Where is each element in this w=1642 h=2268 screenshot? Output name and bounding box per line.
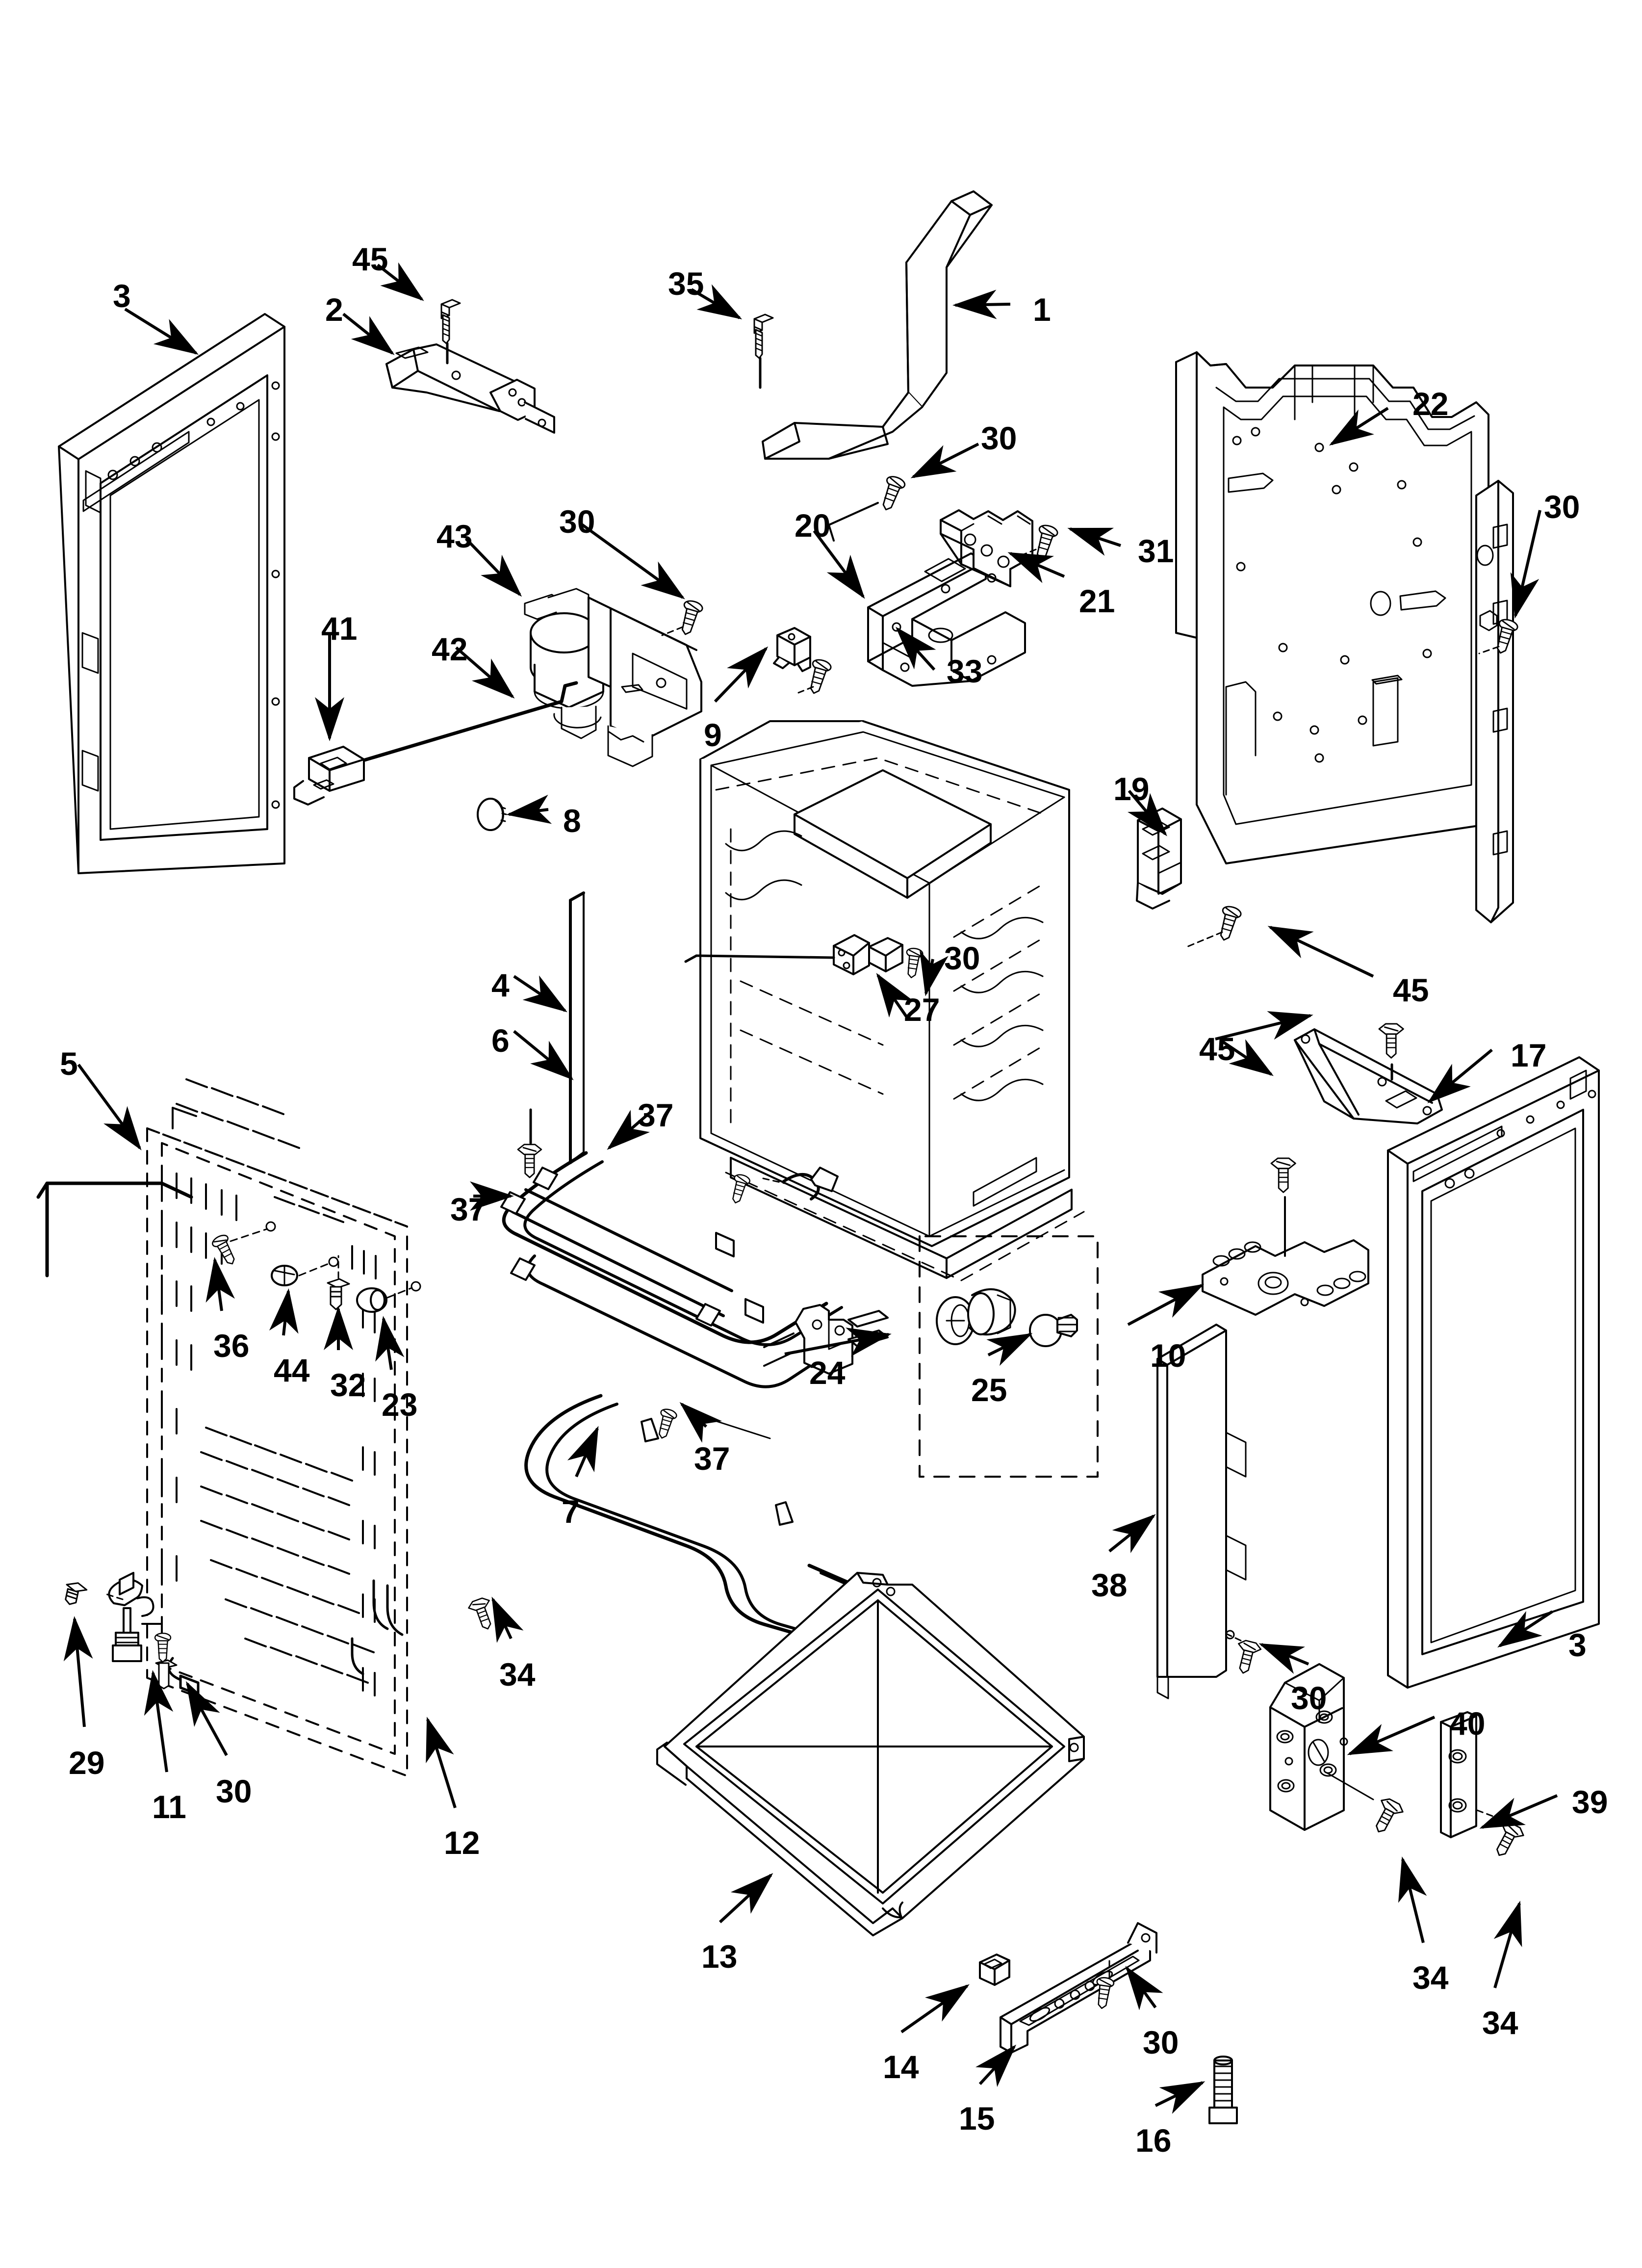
callout-hinge-bracket: 2	[325, 291, 343, 328]
callout-screw: 45	[352, 241, 388, 277]
callout-lock-rod-clip: 41	[321, 610, 358, 647]
callout-screw: 34	[499, 1656, 536, 1693]
callout-drawer-glide-rail: 15	[959, 2100, 995, 2137]
callout-screw: 34	[1412, 1959, 1449, 1996]
callout-screw: 29	[69, 1745, 105, 1781]
callout-oven-sensor: 27	[904, 991, 940, 1028]
callout-terminal-block: 21	[1079, 583, 1115, 619]
callout-push-in-fastener: 32	[330, 1367, 366, 1403]
callout-broil-element: 24	[809, 1355, 846, 1391]
callout-leveling-leg: 11	[152, 1789, 186, 1825]
callout-latch-support-bracket: 20	[795, 507, 831, 544]
callout-bake-element: 6	[491, 1022, 510, 1059]
callout-oven-door-outer-frame-right: 3	[1568, 1627, 1587, 1663]
callout-screw: 45	[1393, 972, 1429, 1008]
callout-anti-tip-bracket: 40	[1449, 1705, 1486, 1742]
callout-drawer-stop-spring: 16	[1135, 2122, 1172, 2159]
callout-insulation-wrap: 5	[60, 1045, 78, 1082]
callout-insulation-panel-frame: 12	[444, 1825, 480, 1861]
callout-handle-bracket: 1	[1033, 291, 1051, 328]
callout-grommet-bushing: 23	[382, 1386, 418, 1423]
callout-lower-element: 7	[562, 1493, 580, 1530]
callout-oven-cavity-liner-trim: 4	[491, 967, 510, 1003]
callout-door-lock-motor-assembly: 43	[436, 518, 473, 554]
callout-door-hinge-brace: 17	[1511, 1037, 1547, 1073]
callout-screw: 30	[216, 1773, 252, 1809]
callout-screw: 35	[668, 265, 704, 302]
callout-screw: 31	[1138, 533, 1174, 569]
callout-screw: 37	[450, 1191, 487, 1227]
callout-screw: 30	[559, 503, 595, 540]
callout-oven-door-outer-frame-left: 3	[113, 278, 131, 314]
callout-rear-panel: 22	[1412, 386, 1449, 422]
callout-bracket-clip: 9	[704, 717, 722, 753]
callout-light-mounting-plate: 10	[1150, 1337, 1186, 1374]
callout-rear-latch-bracket: 19	[1113, 771, 1150, 807]
callout-screw: 37	[694, 1440, 730, 1477]
callout-spacer-grommet: 44	[274, 1352, 310, 1388]
callout-side-panel: 38	[1091, 1567, 1128, 1603]
callout-drawer-glide-clip: 14	[883, 2049, 919, 2085]
callout-screw: 33	[947, 653, 983, 689]
callout-screw: 30	[944, 940, 980, 976]
callout-door-lock-rod: 42	[432, 631, 468, 667]
callout-screw: 45	[1199, 1031, 1235, 1067]
callout-screw: 37	[638, 1097, 674, 1133]
callout-screw: 30	[1544, 489, 1580, 525]
callout-mounting-strap: 39	[1572, 1784, 1608, 1820]
callout-storage-drawer-pan: 13	[701, 1938, 738, 1975]
callout-oven-light-assembly: 25	[971, 1372, 1007, 1408]
callout-screw: 30	[1291, 1680, 1327, 1716]
callout-insulation-retainer-screw: 36	[213, 1328, 250, 1364]
callout-plug-button: 8	[563, 803, 581, 839]
callout-screw: 30	[981, 420, 1017, 456]
callout-screw: 34	[1482, 2005, 1518, 2041]
callout-screw: 30	[1143, 2024, 1179, 2060]
